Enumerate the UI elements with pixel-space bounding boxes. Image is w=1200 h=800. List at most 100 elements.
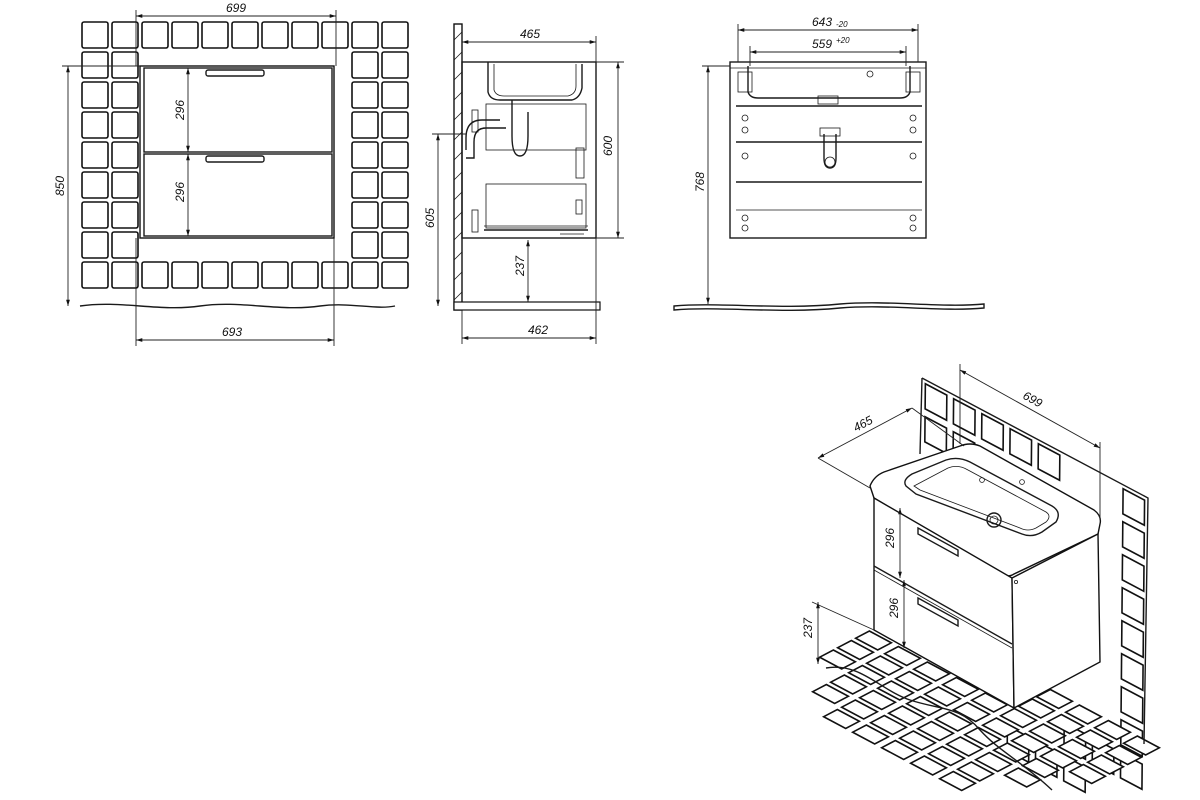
floor-tile [853, 630, 894, 651]
floor-tile [926, 745, 967, 767]
wall-tile [351, 171, 379, 199]
floor-tile [933, 711, 974, 732]
front-wall-tiles [81, 21, 409, 289]
iso-basin [904, 457, 1059, 537]
iso-floor-edge [825, 666, 1053, 791]
floor-tile [850, 724, 891, 745]
front-view: 699 693 850 296 296 [53, 1, 409, 346]
floor-tile [940, 676, 981, 698]
wall-tile [81, 201, 109, 229]
wall-tile [1120, 652, 1144, 692]
back-view: 643 -20 559 +20 768 [673, 15, 985, 312]
floor-tile [908, 755, 949, 776]
floor-tile [991, 742, 1032, 763]
wall-tile [321, 261, 349, 289]
floor-tile [1092, 719, 1133, 741]
dim-iso-width: 699 [1021, 388, 1046, 410]
floor-tile [868, 714, 909, 736]
wall-tile [1037, 442, 1061, 482]
wall-tile [231, 261, 259, 289]
wall-tile [351, 141, 379, 169]
dim-iso-drawer-upper: 296 [883, 528, 897, 549]
wall-tile [111, 111, 139, 139]
floor-tile [1009, 732, 1050, 754]
front-handle-lower [205, 155, 265, 163]
wall-tile [81, 111, 109, 139]
dim-side-body-height: 600 [601, 136, 615, 156]
floor-tile [893, 670, 934, 692]
floor-tile [1121, 735, 1162, 756]
floor-tile [1063, 704, 1104, 725]
side-siphon [511, 100, 529, 157]
floor-tile [922, 686, 963, 707]
wall-tile [1120, 619, 1145, 659]
dim-front-bottom-width: 693 [222, 325, 242, 339]
wall-tile [81, 141, 109, 169]
dim-side-depth-bottom: 462 [528, 323, 548, 337]
floor-tile [1020, 757, 1061, 779]
floor-tile [911, 661, 952, 682]
wall-tile [351, 261, 379, 289]
wall-tile [201, 21, 229, 49]
floor-tile [980, 717, 1021, 738]
wall-tile [381, 171, 409, 199]
wall-tile [381, 231, 409, 259]
floor-tile [810, 683, 851, 705]
floor-tile [1038, 748, 1079, 769]
dim-back-outer-width: 643 [812, 15, 832, 29]
side-view: 465 462 600 605 237 [423, 23, 624, 344]
wall-tile [81, 171, 109, 199]
wall-tile [111, 171, 139, 199]
floor-tile [1002, 767, 1043, 788]
wall-tile [351, 21, 379, 49]
dim-front-drawer-upper: 296 [173, 100, 187, 121]
wall-tile [81, 21, 109, 49]
wall-tile [291, 21, 319, 49]
wall-tile [201, 261, 229, 289]
dim-front-drawer-lower: 296 [173, 182, 187, 203]
floor-tile [886, 705, 927, 726]
wall-tile [351, 231, 379, 259]
iso-handle-upper [917, 526, 959, 558]
wall-tile [141, 21, 169, 49]
wall-tile [141, 261, 169, 289]
wall-tile [351, 201, 379, 229]
dim-iso-drawer-lower: 296 [887, 598, 901, 619]
wall-tile [381, 51, 409, 79]
floor-tile [1045, 713, 1086, 735]
floor-tile [864, 655, 905, 676]
dim-side-depth-top: 465 [520, 27, 540, 41]
floor-tile [879, 739, 920, 761]
side-wall [453, 23, 463, 311]
front-drawer-upper [143, 67, 333, 153]
floor-tile [955, 761, 996, 782]
wall-tile [261, 261, 289, 289]
wall-tile [111, 231, 139, 259]
floor-tile [835, 639, 876, 661]
wall-tile [111, 81, 139, 109]
wall-tile [321, 21, 349, 49]
floor-tile [1085, 754, 1126, 775]
floor-tile [944, 736, 985, 757]
back-cabinet-body [729, 61, 927, 239]
wall-tile [1120, 685, 1144, 725]
side-basin [487, 62, 583, 101]
back-basin [747, 66, 911, 99]
side-cabinet-body [461, 61, 597, 239]
wall-tile [81, 81, 109, 109]
floor-tile [915, 720, 956, 742]
dim-back-outer-tol: -20 [836, 20, 848, 29]
wall-tile [381, 21, 409, 49]
wall-tile [81, 51, 109, 79]
floor-tile [1034, 688, 1075, 710]
iso-drawer-split [873, 565, 1013, 645]
wall-tile [381, 141, 409, 169]
floor-tile [828, 674, 869, 695]
wall-tile [381, 261, 409, 289]
wall-tile [81, 261, 109, 289]
wall-tile [261, 21, 289, 49]
side-floor [453, 301, 601, 311]
front-handle-upper [205, 69, 265, 77]
floor-tile [973, 751, 1014, 773]
